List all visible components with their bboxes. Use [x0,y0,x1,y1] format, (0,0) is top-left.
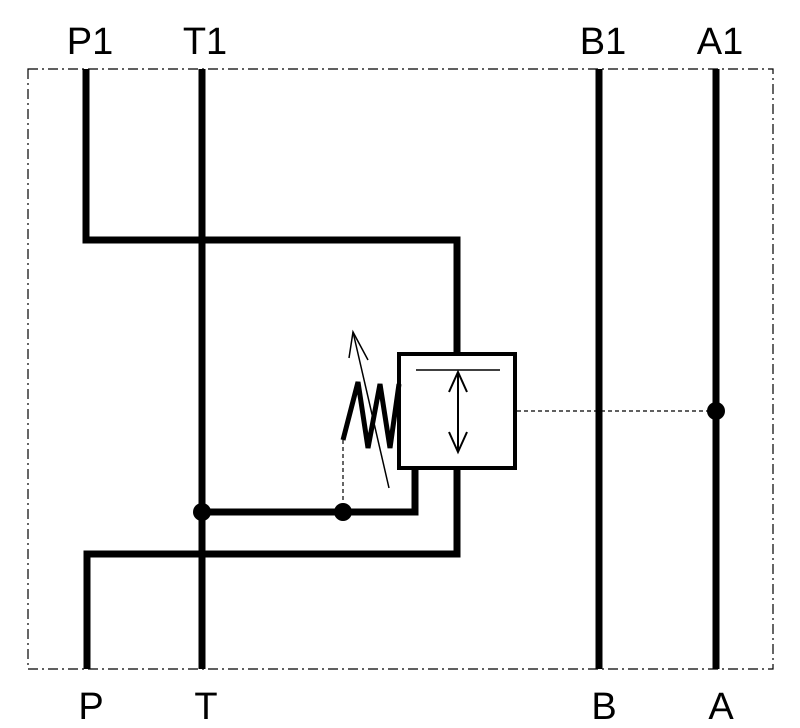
port-label-p1: P1 [67,21,113,63]
adjustable-spring-icon [340,381,402,449]
line-p1-to-valve-inlet [82,69,461,354]
enclosure-boundary [27,68,774,670]
junction-dot-a-pilot [707,402,725,420]
junction-dot-spring-drain [334,503,352,521]
line-valve-drain-to-t [202,468,419,516]
junction-dot-t-drain [193,503,211,521]
port-label-p: P [78,686,103,728]
line-valve-outlet-to-p [83,468,461,669]
spring-adjust-arrow-icon [348,329,390,489]
port-label-t1: T1 [183,21,227,63]
valve-double-arrow-icon [448,369,468,455]
port-label-t: T [194,686,217,728]
port-label-b1: B1 [580,21,626,63]
port-label-a1: A1 [697,21,743,63]
port-label-b: B [591,686,616,728]
port-label-a: A [708,686,734,728]
